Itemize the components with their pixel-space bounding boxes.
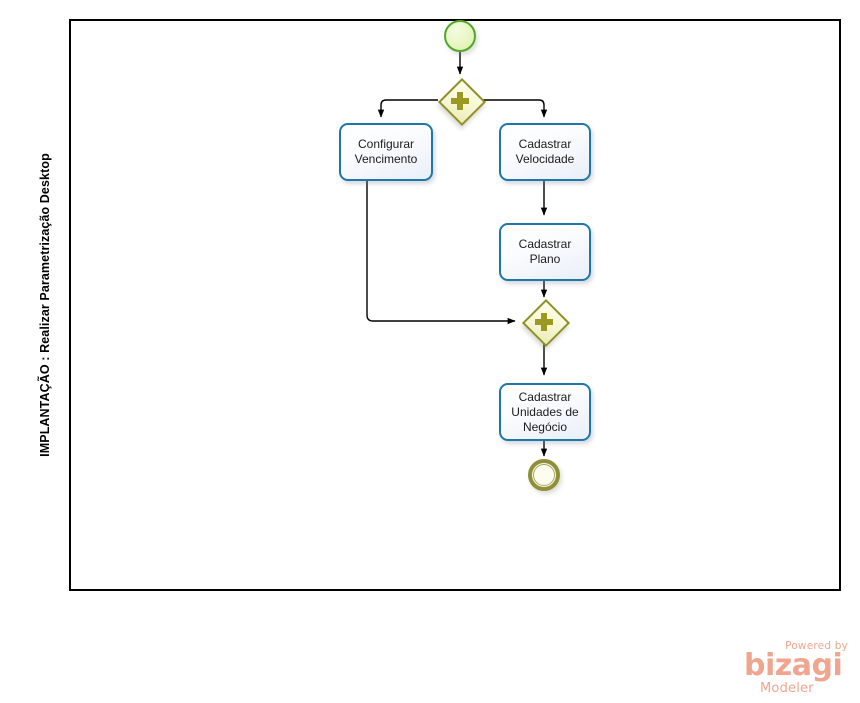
lane-header: IMPLANTAÇÃO : Realizar Parametrização De… <box>20 19 71 591</box>
start-event[interactable] <box>444 20 476 52</box>
task-cadastrar-velocidade[interactable]: Cadastrar Velocidade <box>499 123 591 181</box>
parallel-plus-icon-vertical <box>457 91 463 110</box>
parallel-gateway-split[interactable] <box>437 77 487 127</box>
powered-by-label: Powered by <box>785 640 848 652</box>
task-cadastrar-plano[interactable]: Cadastrar Plano <box>499 223 591 281</box>
end-event[interactable] <box>528 459 560 491</box>
task-cadastrar-unidades-de-negocio[interactable]: Cadastrar Unidades de Negócio <box>499 383 591 441</box>
task-label: Cadastrar Plano <box>518 237 572 266</box>
parallel-plus-icon-vertical <box>541 312 547 331</box>
bizagi-edition-label: Modeler <box>760 681 814 696</box>
parallel-gateway-join[interactable] <box>521 298 571 348</box>
end-event-inner-ring <box>533 464 555 486</box>
bizagi-logo: Powered by bizagi Modeler <box>744 640 850 698</box>
bizagi-wordmark: bizagi <box>744 648 843 683</box>
task-label: Cadastrar Velocidade <box>515 137 575 166</box>
task-configurar-vencimento[interactable]: Configurar Vencimento <box>339 123 433 181</box>
task-label: Configurar Vencimento <box>354 137 418 166</box>
task-label: Cadastrar Unidades de Negócio <box>511 389 579 434</box>
